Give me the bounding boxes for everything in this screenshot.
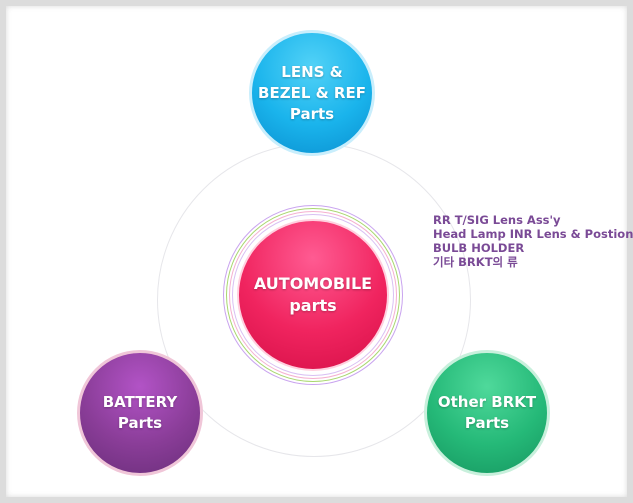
note-line: Head Lamp INR Lens & Postion (433, 227, 633, 241)
center-ring-pink (229, 211, 397, 379)
node-label-line: BEZEL & REF (258, 83, 366, 102)
parts-notes: RR T/SIG Lens Ass'y Head Lamp INR Lens &… (433, 213, 633, 269)
node-label-line: Parts (464, 414, 510, 432)
lens-bezel-ref-parts-node: LENS & BEZEL & REF Parts (249, 30, 375, 156)
automobile-parts-node: AUTOMOBILE parts (237, 219, 389, 371)
node-label-line: parts (289, 296, 337, 315)
node-label-line: LENS & (281, 62, 343, 81)
note-line: RR T/SIG Lens Ass'y (433, 213, 561, 227)
note-line: BULB HOLDER (433, 241, 525, 255)
node-label-line: Parts (289, 104, 335, 123)
other-brkt-parts-node: Other BRKT Parts (424, 350, 550, 476)
node-label-line: Other BRKT (437, 393, 537, 411)
note-line: 기타 BRKT의 류 (433, 255, 518, 269)
battery-parts-node: BATTERY Parts (77, 350, 203, 476)
node-label-line: BATTERY (102, 393, 178, 411)
node-label-line: Parts (117, 414, 163, 432)
center-ring-green (226, 208, 400, 382)
center-ring-purple (223, 205, 403, 385)
center-ring-lavender (232, 214, 394, 376)
node-label-line: AUTOMOBILE (253, 274, 373, 293)
